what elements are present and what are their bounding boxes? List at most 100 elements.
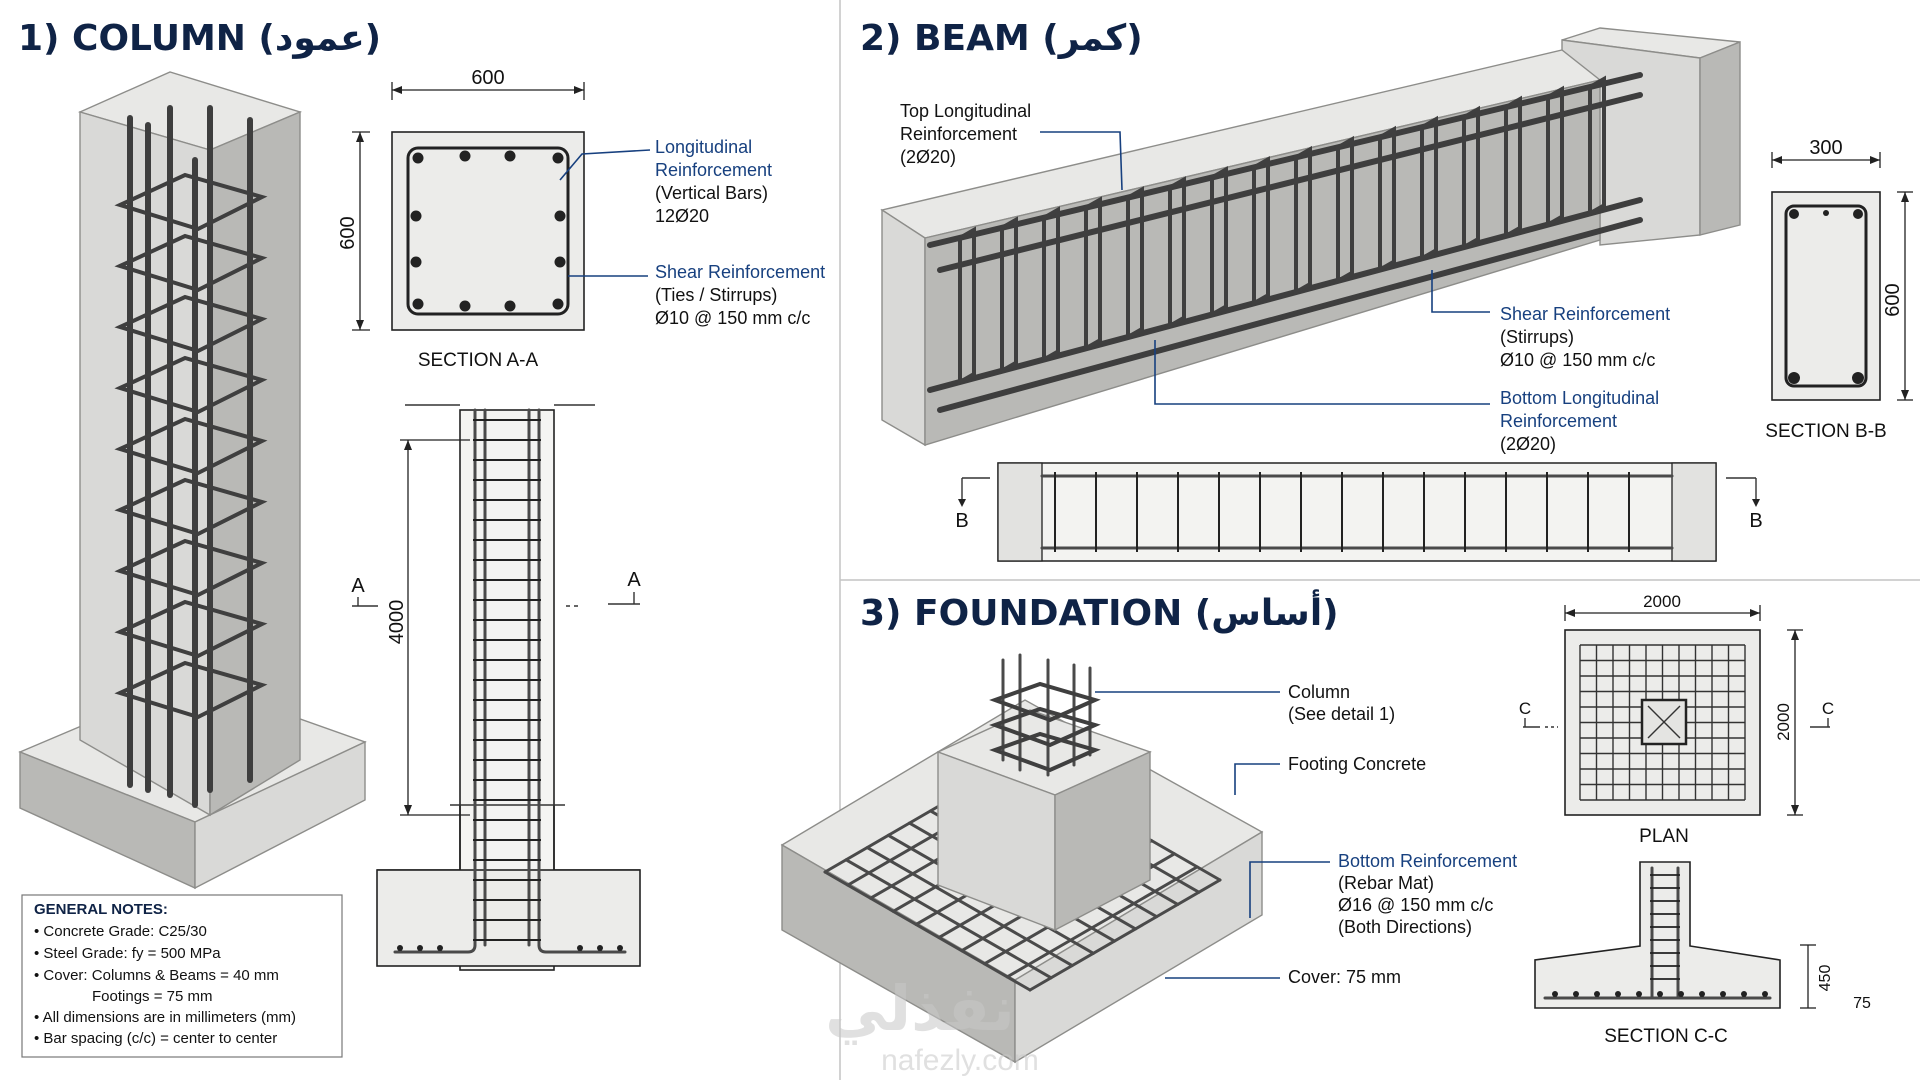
column-section-bar bbox=[410, 210, 422, 222]
column-3d-illustration bbox=[18, 71, 367, 890]
footing-mat-bar bbox=[1005, 865, 1199, 979]
column-cut-mark-left: A bbox=[351, 575, 365, 597]
foundation-section-bar bbox=[1636, 991, 1642, 997]
foundation-column-desc: (See detail 1) bbox=[1288, 704, 1395, 724]
beam-cut-mark-left: B bbox=[955, 510, 968, 532]
general-notes-item: • Cover: Columns & Beams = 40 mm bbox=[34, 967, 279, 984]
column-panel: 1) COLUMN (عمود) bbox=[18, 18, 825, 1058]
foundation-footing-label: Footing Concrete bbox=[1288, 754, 1426, 774]
foundation-section-bar bbox=[1573, 991, 1579, 997]
column-3d-tie bbox=[114, 172, 268, 232]
watermark: نفذلي nafezly.com bbox=[825, 975, 1039, 1077]
beam-3d-stirrup bbox=[1294, 145, 1312, 296]
foundation-footing-leader bbox=[1234, 763, 1280, 795]
foundation-section-bar bbox=[1678, 991, 1684, 997]
beam-3d-illustration bbox=[880, 27, 1741, 447]
beam-elevation-outline bbox=[997, 462, 1717, 562]
beam-cut-mark-right: B bbox=[1749, 510, 1762, 532]
beam-panel: 2) BEAM (كمر) Top Longitudinal Reinforce… bbox=[860, 18, 1913, 562]
foundation-section-outline bbox=[1534, 861, 1781, 1009]
beam-3d-stirrup bbox=[1588, 75, 1606, 217]
beam-bottom-spec: (2Ø20) bbox=[1500, 434, 1556, 454]
beam-3d-stirrup bbox=[958, 226, 976, 386]
foundation-section-bar bbox=[1699, 991, 1705, 997]
general-notes-item: • Bar spacing (c/c) = center to center bbox=[34, 1030, 277, 1047]
beam-section-height: 600 bbox=[1882, 283, 1904, 316]
beam-end-face bbox=[881, 208, 926, 447]
beam-side-face bbox=[924, 79, 1601, 446]
foundation-3d-illustration bbox=[780, 653, 1264, 1064]
foundation-bottom-spec: Ø16 @ 150 mm c/c bbox=[1338, 895, 1493, 915]
general-notes-title: GENERAL NOTES: bbox=[34, 901, 168, 918]
column-section-width: 600 bbox=[471, 67, 504, 89]
foundation-section-ties bbox=[1650, 874, 1680, 980]
foundation-section-depth: 450 bbox=[1817, 965, 1834, 992]
foundation-cover: Cover: 75 mm bbox=[1288, 967, 1401, 987]
beam-bottom-label-1: Bottom Longitudinal bbox=[1500, 388, 1659, 408]
column-elevation: 4000 A A bbox=[351, 404, 641, 971]
column-section-bar bbox=[412, 152, 424, 164]
foundation-section-cover: 75 bbox=[1853, 995, 1871, 1012]
beam-top-leader bbox=[1040, 131, 1123, 191]
beam-shear-spec: Ø10 @ 150 mm c/c bbox=[1500, 350, 1655, 370]
foundation-cut-mark-right: C bbox=[1822, 699, 1834, 718]
beam-3d-stirrup bbox=[1336, 135, 1354, 285]
general-notes-item: • Concrete Grade: C25/30 bbox=[34, 923, 207, 940]
beam-shear-desc: (Stirrups) bbox=[1500, 327, 1574, 347]
beam-bottom-bar-2 bbox=[937, 217, 1643, 413]
beam-3d-stirrup bbox=[1252, 155, 1270, 307]
column-section-bar bbox=[554, 210, 566, 222]
beam-3d-stirrups bbox=[958, 75, 1606, 386]
column-shear-title: Shear Reinforcement bbox=[655, 262, 825, 282]
foundation-column-title: Column bbox=[1288, 682, 1350, 702]
column-3d-tie bbox=[114, 538, 268, 598]
column-elevation-footing-bars bbox=[397, 945, 623, 951]
column-section-bar bbox=[504, 300, 516, 312]
column-longitudinal-title-2: Reinforcement bbox=[655, 160, 772, 180]
column-base-side bbox=[194, 740, 366, 890]
column-3d-tie bbox=[114, 599, 268, 659]
column-title: 1) COLUMN (عمود) bbox=[18, 18, 381, 59]
column-longitudinal-leader bbox=[559, 149, 651, 181]
beam-3d-stirrup bbox=[1378, 125, 1396, 274]
column-cut-mark-right: A bbox=[627, 569, 641, 591]
general-notes-item: Footings = 75 mm bbox=[92, 988, 212, 1005]
column-section-bar bbox=[459, 300, 471, 312]
footing-mat-bar bbox=[823, 870, 1032, 992]
foundation-plan: 2000 2000 PLAN C C bbox=[1519, 592, 1834, 847]
beam-3d-stirrup bbox=[1546, 85, 1564, 229]
column-3d-tie bbox=[114, 233, 268, 293]
beam-3d-stirrup bbox=[1000, 216, 1018, 375]
foundation-section-bars bbox=[1552, 991, 1768, 997]
foundation-bottom-title: Bottom Reinforcement bbox=[1338, 851, 1517, 871]
column-section-bar bbox=[459, 150, 471, 162]
beam-bottom-label-2: Reinforcement bbox=[1500, 411, 1617, 431]
foundation-bottom-desc: (Rebar Mat) bbox=[1338, 873, 1434, 893]
beam-section-outline bbox=[1771, 191, 1881, 401]
beam-section-width: 300 bbox=[1809, 137, 1842, 159]
beam-3d-stirrup bbox=[1504, 95, 1522, 240]
column-3d-tie bbox=[114, 355, 268, 415]
footing-mat-bar bbox=[865, 846, 1074, 968]
column-section-a-a: 600 600 SECTION A-A Longitudinal Reinfor… bbox=[337, 67, 825, 371]
beam-3d-stirrup bbox=[1210, 166, 1228, 318]
beam-shear-title: Shear Reinforcement bbox=[1500, 304, 1670, 324]
foundation-section-bar bbox=[1615, 991, 1621, 997]
column-shear-spec: Ø10 @ 150 mm c/c bbox=[655, 308, 810, 328]
foundation-plan-width: 2000 bbox=[1643, 592, 1681, 611]
foundation-plan-height: 2000 bbox=[1774, 703, 1793, 741]
general-notes-box: GENERAL NOTES: • Concrete Grade: C25/30 … bbox=[21, 894, 343, 1058]
footing-mat-bar bbox=[844, 858, 1053, 980]
foundation-section-bar bbox=[1552, 991, 1558, 997]
foundation-cut-mark-left: C bbox=[1519, 699, 1531, 718]
watermark-url: nafezly.com bbox=[881, 1044, 1039, 1077]
beam-shear-leader bbox=[1431, 270, 1490, 313]
column-elevation-height: 4000 bbox=[386, 600, 408, 645]
column-section-bar bbox=[410, 256, 422, 268]
beam-section-label: SECTION B-B bbox=[1765, 421, 1886, 442]
beam-bottom-leader bbox=[1154, 340, 1490, 405]
beam-3d-stirrup bbox=[1084, 196, 1102, 352]
foundation-bottom-leader bbox=[1249, 861, 1330, 918]
general-notes-item: • Steel Grade: fy = 500 MPa bbox=[34, 945, 221, 962]
column-section-bar bbox=[554, 256, 566, 268]
